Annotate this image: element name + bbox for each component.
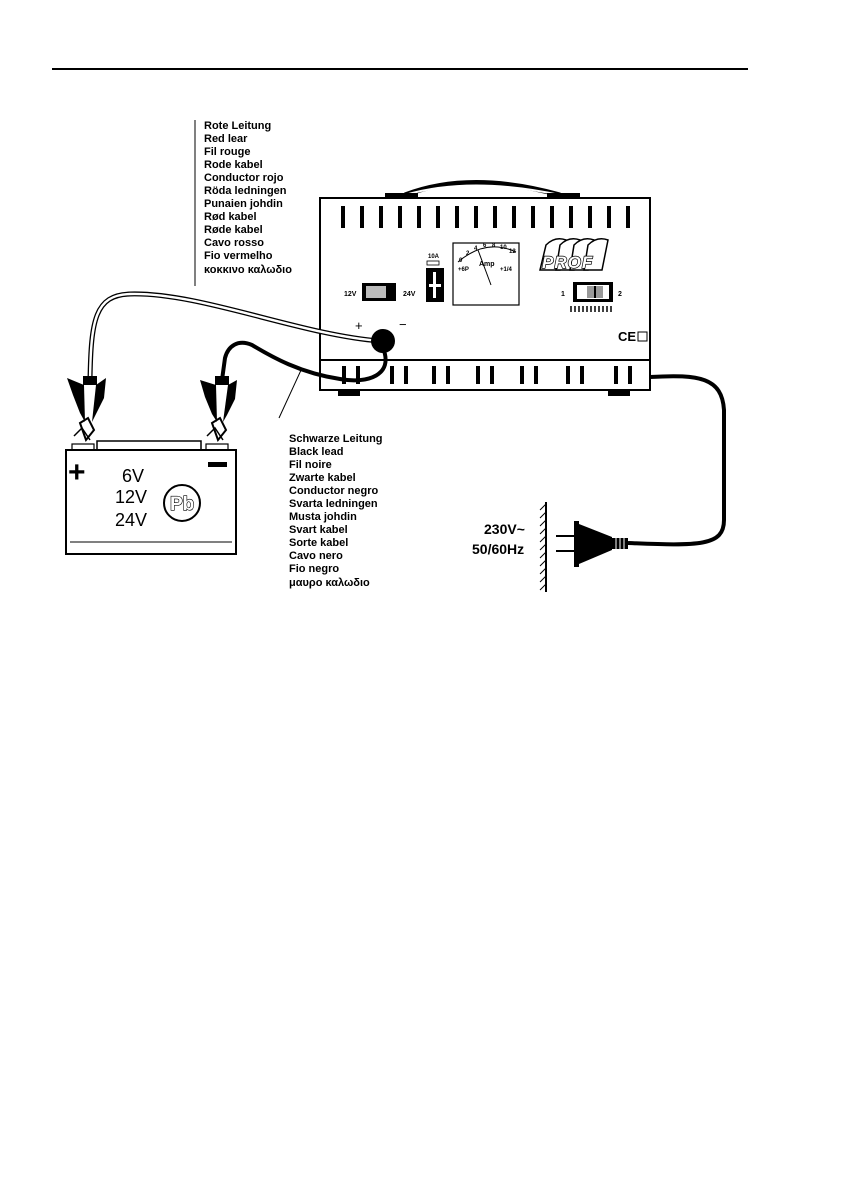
- black-lead-label-list: Schwarze Leitung Black lead Fil noire Zw…: [289, 433, 383, 589]
- battery-minus-bar: [208, 462, 227, 467]
- prof-logo: PROF: [539, 238, 609, 273]
- black-lead-label: Fil noire: [289, 459, 332, 471]
- ammeter-scale-2: 2: [466, 251, 470, 257]
- black-lead-label: Schwarze Leitung: [289, 433, 383, 445]
- mains-frequency-label: 50/60Hz: [472, 541, 524, 557]
- black-lead-leader: [278, 367, 303, 419]
- ammeter-right-mark: +1/4: [500, 267, 513, 273]
- red-lead-label: Røde kabel: [204, 224, 263, 236]
- terminal-minus-label: −: [399, 317, 407, 332]
- ammeter-scale-8: 8: [492, 243, 496, 249]
- black-lead-label: Musta johdin: [289, 511, 357, 523]
- black-lead-label: Fio negro: [289, 563, 339, 575]
- ammeter-scale-6: 6: [483, 243, 487, 249]
- red-lead-label: Röda ledningen: [204, 185, 287, 197]
- red-lead-label: Fil rouge: [204, 146, 250, 158]
- battery-voltage-6: 6V: [122, 466, 144, 486]
- ammeter-left-mark: +6P: [458, 267, 469, 273]
- mains-cable: [627, 374, 726, 547]
- approval-mark-icon: [637, 331, 648, 342]
- cables: [87, 291, 726, 547]
- black-lead-label: Svart kabel: [289, 524, 348, 536]
- battery: + 6V 12V 24V Pb: [65, 440, 237, 555]
- red-lead-label: Red lear: [204, 133, 248, 145]
- terminal-plus-label: +: [355, 318, 363, 333]
- fuse-icon: [426, 260, 440, 266]
- battery-plus-label: +: [68, 456, 86, 489]
- ce-mark: CE: [618, 329, 636, 344]
- black-clamp: [200, 376, 237, 443]
- voltage-switch-right-label: 24V: [403, 291, 416, 298]
- red-clamp: [67, 376, 106, 443]
- bottom-vents: [342, 366, 632, 384]
- black-lead-label: Cavo nero: [289, 550, 343, 562]
- black-lead-label: Zwarte kabel: [289, 472, 356, 484]
- red-lead-label-list: Rote Leitung Red lear Fil rouge Rode kab…: [204, 120, 292, 276]
- ammeter-unit-label: Amp: [479, 261, 495, 268]
- red-lead-label: Conductor rojo: [204, 172, 284, 184]
- ammeter: 0 2 4 6 8 10 12 Amp +6P +1/4: [452, 242, 520, 306]
- mode-switch-scale: [570, 306, 612, 312]
- ammeter-scale-10: 10: [500, 245, 507, 251]
- red-lead-label: Rote Leitung: [204, 120, 271, 132]
- fuse-holder[interactable]: [426, 268, 444, 302]
- ammeter-needle: [477, 249, 492, 286]
- fuse-label: 10A: [428, 254, 440, 260]
- ammeter-scale-12: 12: [509, 249, 516, 255]
- red-lead-label: Punaien johdin: [204, 198, 283, 210]
- ammeter-scale-0: 0: [459, 258, 463, 264]
- battery-chemistry: Pb: [170, 494, 194, 515]
- wall-socket: [539, 502, 547, 592]
- mode-switch-right-label: 2: [618, 291, 622, 298]
- battery-voltage-12: 12V: [115, 487, 147, 507]
- top-vents: [341, 206, 630, 228]
- red-lead-label: Fio vermelho: [204, 250, 273, 262]
- charger-case-base: [319, 359, 651, 391]
- red-lead-label: Rode kabel: [204, 159, 263, 171]
- output-terminal: [371, 329, 395, 353]
- mode-selector-switch[interactable]: [573, 282, 613, 302]
- mode-switch-left-label: 1: [561, 291, 565, 298]
- battery-charger: 12V 24V 10A 0 2 4 6 8 10 12 Amp +6P +1/4: [319, 180, 651, 396]
- black-lead-label: Sorte kabel: [289, 537, 348, 549]
- black-lead-label: Black lead: [289, 446, 343, 458]
- mains-plug: [556, 521, 628, 567]
- voltage-switch-left-label: 12V: [344, 291, 357, 298]
- charger-handle: [404, 180, 561, 198]
- voltage-selector-switch[interactable]: [362, 283, 396, 301]
- brand-name: PROF: [542, 253, 593, 272]
- red-lead-label: κοκκινο καλωδιο: [204, 264, 292, 276]
- red-lead-label: Rød kabel: [204, 211, 257, 223]
- black-lead-label: Conductor negro: [289, 485, 378, 497]
- ammeter-scale-4: 4: [474, 246, 478, 252]
- red-lead-label: Cavo rosso: [204, 237, 264, 249]
- black-lead-label: μαυρο καλωδιο: [289, 577, 370, 589]
- mains-voltage-label: 230V~: [484, 521, 525, 537]
- lead-acid-symbol: [163, 484, 201, 522]
- black-lead-label: Svarta ledningen: [289, 498, 378, 510]
- black-lead-cable: [220, 340, 388, 383]
- battery-body: [65, 449, 237, 555]
- battery-voltage-24: 24V: [115, 510, 147, 530]
